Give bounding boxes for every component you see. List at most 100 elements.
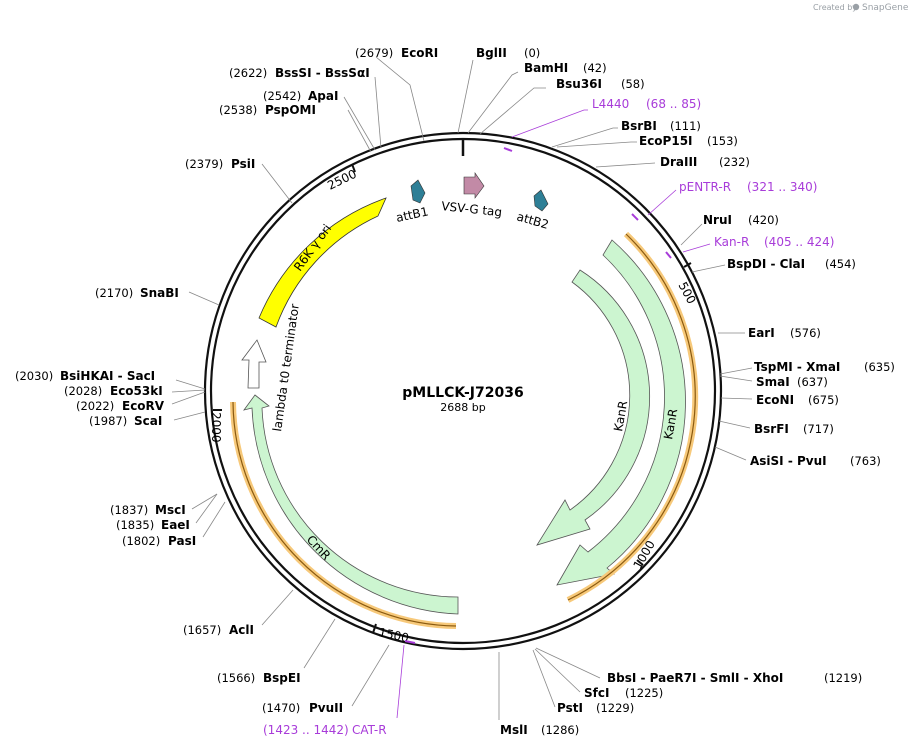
site-pos-ecori: (2679) (355, 46, 393, 60)
site-pos-msci: (1837) (110, 503, 148, 517)
primer-name-cat-r[interactable]: CAT-R (352, 723, 387, 737)
site-name-tspmi-xmai[interactable]: TspMI - XmaI (754, 360, 840, 374)
leader-msci (191, 493, 218, 510)
site-pos-bsrbi: (111) (670, 119, 701, 133)
primer-marks (404, 147, 672, 644)
vsvg-label: VSV-G tag (441, 199, 503, 219)
site-pos-eco53ki: (2028) (64, 384, 102, 398)
site-name-ecorv[interactable]: EcoRV (122, 399, 165, 413)
site-pos-apai: (2542) (263, 89, 301, 103)
site-name-eaei[interactable]: EaeI (161, 518, 190, 532)
leader-bsihkai (175, 379, 206, 390)
site-name-bbsi-group[interactable]: BbsI - PaeR7I - SmlI - XhoI (607, 671, 783, 685)
site-name-msci[interactable]: MscI (155, 503, 186, 517)
site-name-econi[interactable]: EcoNI (756, 393, 794, 407)
primer-name-l4440[interactable]: L4440 (592, 97, 629, 111)
site-name-ecop15i[interactable]: EcoP15I (639, 134, 693, 148)
vsvg-arrow[interactable] (463, 172, 485, 199)
site-name-snabi[interactable]: SnaBI (140, 286, 179, 300)
primer-name-kan-r[interactable]: Kan-R (714, 235, 749, 249)
site-name-pasi[interactable]: PasI (168, 534, 196, 548)
site-name-bglii[interactable]: BglII (476, 46, 507, 60)
snapgene-credit: Created by SnapGene (813, 3, 909, 13)
site-pos-acli: (1657) (183, 623, 221, 637)
backbone-outer-ring (203, 131, 723, 651)
site-name-acli[interactable]: AclI (229, 623, 254, 637)
leader-bsrfi (718, 420, 751, 429)
site-name-psii[interactable]: PsiI (231, 157, 255, 171)
site-pos-nrui: (420) (748, 213, 779, 227)
site-name-bsu36i[interactable]: Bsu36I (556, 77, 602, 91)
site-pos-bamhi: (42) (583, 61, 607, 75)
site-pos-snabi: (2170) (95, 286, 133, 300)
site-name-pvuii[interactable]: PvuII (309, 701, 343, 715)
site-pos-econi: (675) (808, 393, 839, 407)
tick-label-2000: 2000 (209, 412, 223, 443)
attb2-label: attB2 (515, 209, 550, 231)
site-pos-bsssi: (2622) (229, 66, 267, 80)
kanr-outer-feature[interactable] (556, 239, 686, 586)
site-name-pspomi[interactable]: PspOMI (265, 103, 316, 117)
leader-lines (171, 56, 753, 720)
leader-tspmi (719, 367, 753, 375)
pentr-r-mark (631, 213, 639, 221)
kan-r-mark (665, 251, 672, 259)
primer-name-pentr-r[interactable]: pENTR-R (679, 180, 731, 194)
site-name-apai[interactable]: ApaI (308, 89, 338, 103)
leader-draiii (595, 162, 656, 168)
site-pos-ecorv: (2022) (76, 399, 114, 413)
site-name-msli[interactable]: MslI (500, 723, 528, 737)
site-name-psti[interactable]: PstI (557, 701, 583, 715)
site-name-eari[interactable]: EarI (748, 326, 775, 340)
site-name-scai[interactable]: ScaI (134, 414, 162, 428)
leader-kan-r (682, 243, 711, 253)
cat-r-mark (404, 640, 416, 644)
attb1-arrow[interactable] (410, 179, 426, 204)
site-name-draiii[interactable]: DraIII (660, 155, 697, 169)
site-name-eco53ki[interactable]: Eco53kI (110, 384, 163, 398)
r6k-ori-feature[interactable] (258, 197, 387, 328)
site-name-asisi-pvui[interactable]: AsiSI - PvuI (750, 454, 827, 468)
site-name-bspdi-clai[interactable]: BspDI - ClaI (727, 257, 805, 271)
leader-bsrbi (551, 127, 618, 148)
site-name-sfci[interactable]: SfcI (584, 686, 609, 700)
site-name-bsssi[interactable]: BssSI - BssSαI (275, 66, 370, 80)
cmr-feature[interactable] (243, 394, 459, 615)
site-name-nrui[interactable]: NruI (703, 213, 732, 227)
leader-bsssi (374, 76, 382, 149)
site-pos-pasi: (1802) (122, 534, 160, 548)
credit-brand: SnapGene (862, 3, 909, 13)
attb1-label: attB1 (395, 204, 430, 224)
site-name-ecori[interactable]: EcoRI (401, 46, 438, 60)
site-pos-pvuii: (1470) (262, 701, 300, 715)
site-name-bspei[interactable]: BspEI (263, 671, 301, 685)
plasmid-length: 2688 bp (440, 401, 485, 414)
cmr-primer-line (232, 401, 457, 627)
tick-2500 (351, 163, 356, 173)
site-name-bsrbi[interactable]: BsrBI (621, 119, 657, 133)
site-name-bsrfi[interactable]: BsrFI (754, 422, 789, 436)
site-pos-sfci: (1225) (625, 686, 663, 700)
tick-label-500: 500 (676, 280, 699, 307)
leader-smai (719, 375, 753, 382)
leader-scai (173, 411, 206, 421)
site-pos-bspei: (1566) (217, 671, 255, 685)
primer-range-pentr-r: (321 .. 340) (747, 180, 817, 194)
kanr-outer-label: KanR (661, 408, 680, 441)
leader-bamhi (467, 71, 519, 134)
kanr-inner-feature[interactable] (536, 269, 651, 546)
site-pos-scai: (1987) (89, 414, 127, 428)
leader-pvuii (351, 644, 390, 707)
leader-eaei (195, 493, 218, 524)
leader-pasi (202, 501, 226, 538)
site-name-smai[interactable]: SmaI (756, 375, 790, 389)
site-name-bamhi[interactable]: BamHI (524, 61, 568, 75)
attb2-arrow[interactable] (533, 189, 549, 212)
leader-l4440 (511, 109, 588, 138)
leader-cat-r (396, 644, 405, 719)
terminator-arrow[interactable] (241, 339, 267, 389)
snapgene-logo-icon (852, 3, 860, 11)
leader-psti (532, 649, 556, 708)
site-name-bsihkai-saci[interactable]: BsiHKAI - SacI (60, 369, 155, 383)
